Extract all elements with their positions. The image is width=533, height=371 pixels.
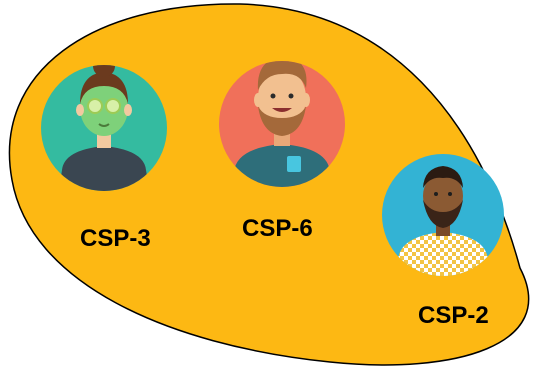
avatar-label: CSP-6 [242,215,313,242]
avatar-label: CSP-3 [80,225,151,252]
woman-face-mask-avatar-icon [58,65,150,191]
avatar-label: CSP-2 [418,302,489,329]
avatar-csp-3 [41,65,167,191]
